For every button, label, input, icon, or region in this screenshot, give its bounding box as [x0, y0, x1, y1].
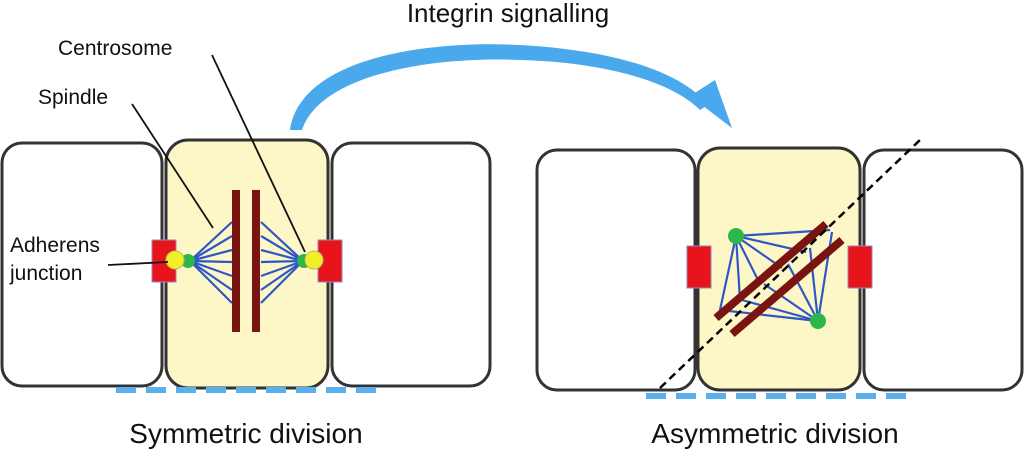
adherens-label-line2: junction [9, 262, 82, 285]
adherens-junction-right-2 [847, 245, 873, 289]
centrosome-yellow-left [165, 250, 185, 270]
chromosome-bar-4 [729, 236, 845, 338]
division-plane [659, 139, 921, 389]
arrow-label: Integrin signalling [407, 0, 609, 28]
right-neighbor-cell [330, 141, 492, 388]
adherens-junction-left-2 [686, 245, 712, 289]
spindle-leader [131, 103, 214, 229]
integrin-arrow [290, 44, 732, 130]
centrosome-yellow-right [304, 250, 324, 270]
asymmetric-caption: Asymmetric division [651, 418, 898, 449]
symmetric-division [0, 138, 492, 393]
right-neighbor-cell-2 [862, 148, 1024, 392]
spindle-fibers [189, 221, 304, 304]
chromosome-bar-3 [713, 220, 829, 322]
symmetric-caption: Symmetric division [129, 418, 362, 449]
left-neighbor-cell-2 [535, 148, 697, 392]
adherens-leader [107, 261, 169, 266]
centrosome-green-bottom [810, 313, 826, 329]
spindle-label: Spindle [38, 86, 108, 109]
centrosome-leader [211, 54, 306, 253]
chromosome-bar-2 [252, 190, 260, 332]
centrosome-green-left [181, 254, 195, 268]
asymmetric-division [535, 139, 1024, 399]
chromosome-bar-1 [232, 190, 240, 332]
adherens-label-line1: Adherens [10, 234, 100, 257]
centrosome-green-top [728, 228, 744, 244]
centrosome-label: Centrosome [58, 37, 172, 60]
